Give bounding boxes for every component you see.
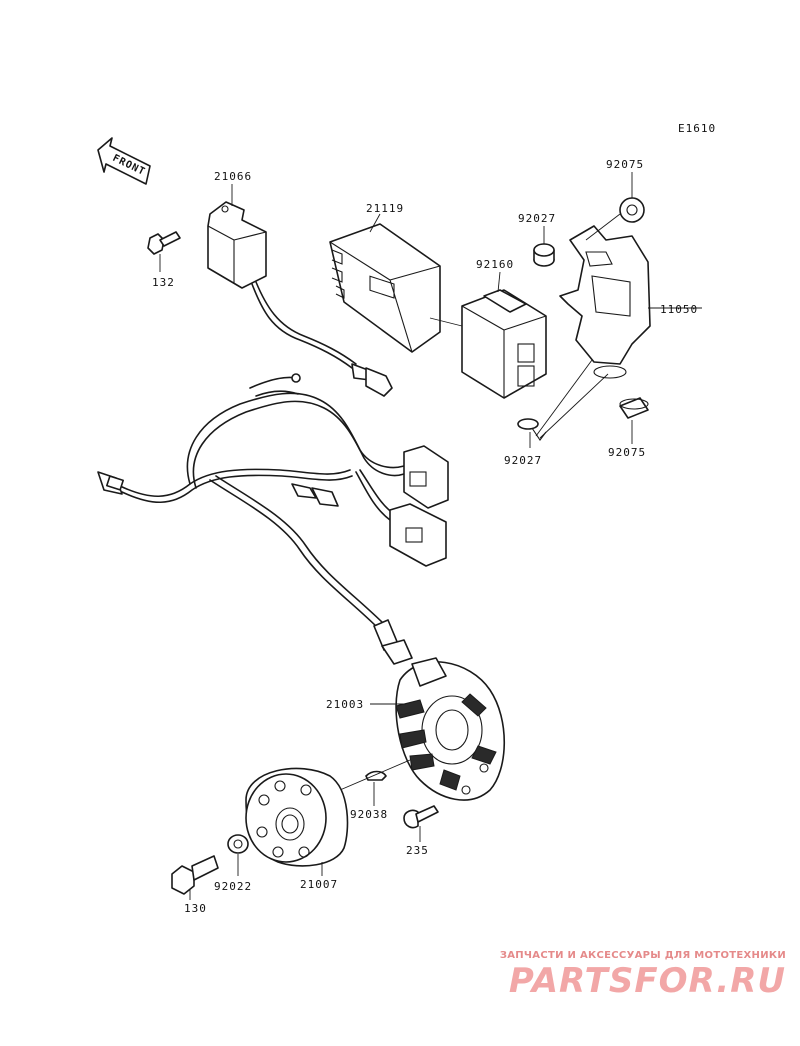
label-11050: 11050 <box>660 303 698 316</box>
label-92075-top: 92075 <box>606 158 644 171</box>
label-92027-top: 92027 <box>518 212 556 225</box>
wiring-harness <box>97 373 449 665</box>
coil-92160 <box>461 271 547 399</box>
cdi-unit-21119 <box>329 213 463 353</box>
watermark-tagline: ЗАПЧАСТИ И АКСЕССУАРЫ ДЛЯ МОТОТЕХНИКИ <box>499 950 786 961</box>
regulator-21066 <box>207 184 393 397</box>
grommet-92075-top <box>585 172 645 241</box>
label-21003: 21003 <box>326 698 364 711</box>
bracket-11050 <box>559 225 702 379</box>
collar-92027-top <box>533 226 555 267</box>
collar-92027-bottom <box>517 359 609 448</box>
bolt-130 <box>171 855 219 900</box>
label-92022: 92022 <box>214 880 252 893</box>
bolt-132 <box>147 231 181 272</box>
label-21066: 21066 <box>214 170 252 183</box>
screw-235 <box>403 805 439 842</box>
label-130: 130 <box>184 902 207 915</box>
front-arrow-icon: FRONT <box>97 137 151 185</box>
label-21119: 21119 <box>366 202 404 215</box>
label-92160: 92160 <box>476 258 514 271</box>
watermark: ЗАПЧАСТИ И АКСЕССУАРЫ ДЛЯ МОТОТЕХНИКИ PA… <box>466 950 786 1001</box>
grommet-92075-bottom <box>619 397 649 444</box>
key-92038 <box>339 759 411 806</box>
label-92038: 92038 <box>350 808 388 821</box>
label-92075-bottom: 92075 <box>608 446 646 459</box>
label-132: 132 <box>152 276 175 289</box>
watermark-logo: PARTSFOR.RU <box>508 961 786 1001</box>
label-92027-bottom: 92027 <box>504 454 542 467</box>
label-235: 235 <box>406 844 429 857</box>
stator-21003 <box>370 657 505 801</box>
diagram-code: E1610 <box>678 122 716 135</box>
flywheel-21007 <box>245 767 349 876</box>
washer-92022 <box>227 834 249 876</box>
label-21007: 21007 <box>300 878 338 891</box>
